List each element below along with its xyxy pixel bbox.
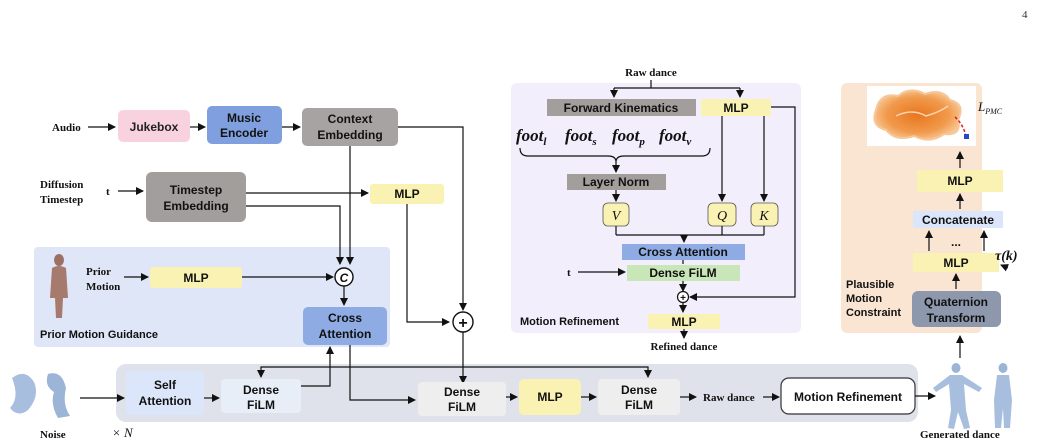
- cross-attention-line1: Cross: [328, 311, 362, 325]
- refine-mlp-top-label: MLP: [723, 101, 748, 115]
- noise-label: Noise: [40, 429, 66, 441]
- constraint-mlp-top-label: MLP: [947, 174, 972, 188]
- cross-attention-line2: Attention: [319, 327, 372, 341]
- layer-norm-block: [567, 174, 666, 190]
- quaternion-transform-block: [912, 291, 1001, 327]
- refine-raw-dance-label: Raw dance: [625, 67, 677, 79]
- refine-mlp-bottom-label: MLP: [671, 315, 696, 329]
- music-encoder-line2: Encoder: [220, 126, 268, 140]
- constraint-mlp-bottom-label: MLP: [943, 256, 968, 270]
- timestep-embedding-line1: Timestep: [170, 183, 222, 197]
- v-label: V: [612, 209, 622, 224]
- dense-film-2-line1: Dense: [444, 385, 480, 399]
- constraint-title-line3: Constraint: [846, 307, 901, 319]
- dense-film-1-line1: Dense: [243, 383, 279, 397]
- tau-label: τ(k): [995, 249, 1018, 264]
- refine-plus-symbol: +: [680, 293, 686, 304]
- refine-plus-node: [676, 290, 690, 304]
- refinement-panel-title: Motion Refinement: [520, 316, 619, 328]
- q-label: Q: [717, 209, 727, 224]
- timestep-mlp-label: MLP: [394, 187, 419, 201]
- constraint-point-marker: [964, 134, 969, 139]
- forward-kinematics-label: Forward Kinematics: [564, 101, 679, 115]
- prior-motion-line1: Prior: [86, 266, 111, 278]
- context-embedding-block: [302, 108, 398, 146]
- prior-guidance-title: Prior Motion Guidance: [40, 329, 158, 341]
- constraint-mlp-top-block: [917, 170, 1003, 192]
- self-attention-line1: Self: [154, 378, 177, 392]
- refine-mlp-bottom-block: [648, 314, 720, 329]
- generated-dance-label: Generated dance: [920, 429, 1000, 441]
- self-attention-line2: Attention: [139, 394, 192, 408]
- prior-mlp-label: MLP: [183, 271, 208, 285]
- foot-p-term: footp: [612, 126, 645, 148]
- music-encoder-line1: Music: [227, 111, 261, 125]
- context-embedding-line1: Context: [328, 112, 373, 126]
- concatenate-label: Concatenate: [922, 213, 994, 227]
- audio-label: Audio: [52, 122, 81, 134]
- dense-film-block-2: [418, 382, 506, 416]
- dense-film-block-3: [598, 379, 680, 415]
- context-embedding-line2: Embedding: [317, 128, 382, 142]
- raw-dance-label: Raw dance: [703, 392, 755, 404]
- constraint-mlp-bottom-block: [913, 253, 999, 272]
- timestep-mlp-block: [370, 184, 444, 204]
- forward-kinematics-block: [547, 99, 696, 116]
- constraint-title-line1: Plausible: [846, 279, 894, 291]
- diffusion-label-line2: Timestep: [40, 194, 83, 206]
- prior-guidance-panel: [34, 247, 390, 347]
- k-label: K: [758, 209, 769, 224]
- foot-s-term: foots: [565, 126, 597, 148]
- noise-pose-icon: [10, 373, 70, 418]
- diffusion-label-line1: Diffusion: [40, 179, 83, 191]
- dense-film-3-line2: FiLM: [625, 398, 653, 412]
- refined-dance-label: Refined dance: [651, 341, 718, 353]
- dots-label: ...: [951, 235, 961, 249]
- constraint-title-line2: Motion: [846, 293, 882, 305]
- times-n-label: × N: [112, 425, 134, 440]
- quaternion-line1: Quaternion: [924, 295, 988, 309]
- jukebox-block: [118, 110, 190, 142]
- foot-l-term: footl: [516, 126, 547, 148]
- cross-attention-block: [303, 307, 387, 345]
- self-attention-block: [126, 371, 204, 415]
- prior-motion-line2: Motion: [86, 281, 120, 293]
- foot-terms: footl foots footp footv: [516, 126, 691, 148]
- prior-mlp-block: [150, 267, 242, 288]
- loss-label: LPMC: [977, 99, 1003, 116]
- refine-mlp-top-block: [701, 99, 771, 116]
- concatenate-block: [913, 211, 1003, 228]
- timestep-embedding-line2: Embedding: [163, 199, 228, 213]
- jukebox-label: Jukebox: [130, 120, 179, 134]
- refine-dense-film-block: [627, 265, 740, 281]
- layer-norm-label: Layer Norm: [583, 175, 650, 189]
- generated-dance-pose-icon: [933, 363, 1012, 429]
- main-mlp-label: MLP: [537, 390, 562, 404]
- dense-film-3-line1: Dense: [621, 383, 657, 397]
- t-input-label: t: [106, 186, 110, 198]
- prior-motion-figure-icon: [50, 254, 68, 318]
- timestep-embedding-block: [146, 172, 246, 222]
- main-mlp-block: [519, 379, 581, 415]
- music-encoder-block: [207, 106, 282, 144]
- refine-t-label: t: [567, 267, 571, 279]
- concat-symbol: C: [340, 271, 349, 285]
- refine-cross-attention-block: [622, 244, 745, 260]
- constraint-heatmap: [873, 89, 962, 141]
- refine-dense-film-label: Dense FiLM: [649, 266, 716, 280]
- refine-cross-attention-label: Cross Attention: [638, 245, 728, 259]
- quaternion-line2: Transform: [927, 311, 986, 325]
- dense-film-1-line2: FiLM: [247, 398, 275, 412]
- dense-film-2-line2: FiLM: [448, 400, 476, 414]
- motion-refinement-label: Motion Refinement: [794, 390, 902, 404]
- dense-film-block-1: [221, 379, 301, 413]
- foot-v-term: footv: [659, 126, 691, 148]
- plus-symbol: +: [458, 315, 467, 332]
- page-number: 4: [1022, 9, 1028, 21]
